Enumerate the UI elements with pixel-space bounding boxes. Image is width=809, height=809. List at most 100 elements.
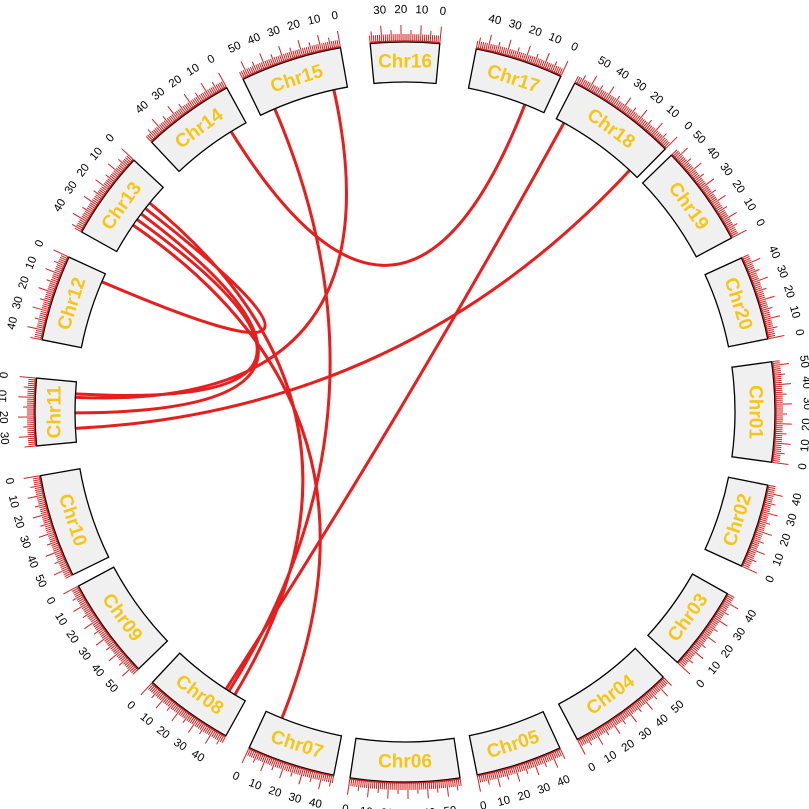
tick-16 [39, 505, 47, 509]
ruler-baseline [574, 81, 667, 149]
tick-label: 0 [764, 574, 778, 585]
tick-44 [151, 130, 158, 137]
tick-3 [555, 66, 560, 74]
tick-19 [175, 706, 181, 713]
tick-53 [132, 669, 139, 675]
tick-37 [162, 121, 168, 128]
tick-14 [600, 726, 606, 734]
chromosome-label: Chr16 [378, 52, 432, 73]
tick-42 [726, 597, 733, 602]
tick-13 [762, 311, 770, 315]
ruler-ticks [574, 75, 678, 149]
tick-24 [44, 297, 52, 301]
tick-22 [757, 526, 765, 530]
tick-label: 30 [76, 645, 93, 662]
chromosome-box [39, 467, 110, 576]
tick-label: 10 [52, 611, 69, 628]
tick-16 [532, 56, 536, 64]
tick-23 [98, 189, 106, 195]
tick-49 [773, 366, 781, 368]
ruler-ticks [476, 748, 566, 792]
tick-14 [645, 124, 651, 131]
tick-42 [258, 62, 263, 70]
tick-16 [753, 537, 761, 541]
tick-43 [742, 255, 750, 260]
tick-label: 10 [24, 255, 40, 271]
tick-10 [18, 396, 35, 398]
tick-26 [627, 109, 633, 116]
tick-44 [479, 41, 483, 49]
tick-9 [749, 549, 756, 554]
ruler-baseline [38, 475, 73, 576]
tick-55 [579, 75, 586, 86]
tick-12 [597, 728, 603, 736]
tick-19 [638, 117, 644, 124]
tick-36 [202, 725, 208, 732]
tick-31 [171, 114, 177, 121]
tick-6 [488, 773, 491, 781]
tick-44 [255, 64, 260, 72]
tick-20 [514, 766, 521, 782]
tick-44 [558, 749, 562, 757]
tick-48 [653, 686, 660, 693]
tick-43 [774, 377, 782, 380]
tick-9 [365, 781, 368, 789]
tick-36 [269, 58, 274, 66]
tick-12 [52, 275, 60, 279]
tick-0 [241, 748, 250, 764]
tick-label: 0 [124, 699, 137, 712]
tick-0 [346, 778, 351, 795]
tick-47 [773, 370, 781, 372]
tick-2 [125, 157, 131, 163]
tick-13 [373, 781, 376, 789]
tick-label: 40 [799, 376, 809, 390]
tick-8 [55, 267, 63, 272]
tick-39 [766, 494, 774, 497]
tick-50 [773, 363, 790, 366]
tick-3 [744, 560, 752, 565]
tick-52 [131, 667, 137, 674]
tick-18 [528, 55, 532, 63]
tick-4 [431, 34, 434, 43]
tick-label: 40 [766, 244, 782, 261]
tick-33 [168, 116, 174, 123]
tick-53 [64, 573, 72, 577]
tick-1 [772, 459, 780, 462]
tick-15 [644, 119, 652, 129]
tick-14 [503, 769, 507, 777]
tick-33 [197, 722, 203, 729]
tick-15 [166, 701, 175, 712]
tick-label: 0 [797, 463, 809, 471]
tick-34 [273, 57, 278, 65]
tick-26 [186, 714, 192, 721]
tick-3 [59, 258, 66, 263]
tick-0 [140, 682, 153, 696]
tick-label: 0 [43, 595, 57, 606]
tick-38 [608, 95, 613, 103]
tick-29 [625, 710, 630, 717]
tick-0 [476, 775, 481, 792]
tick-15 [194, 92, 202, 103]
tick-26 [98, 628, 105, 634]
tick-58 [574, 75, 579, 83]
tick-7 [77, 597, 85, 603]
tick-21 [757, 528, 765, 532]
tick-27 [188, 715, 193, 723]
tick-label: 50 [690, 129, 708, 147]
tick-50 [53, 567, 69, 576]
tick-8 [688, 651, 695, 657]
tick-24 [756, 290, 764, 295]
tick-40 [774, 383, 791, 386]
tick-42 [430, 782, 433, 790]
tick-7 [258, 753, 262, 761]
tick-23 [615, 716, 621, 724]
tick-4 [484, 774, 487, 782]
tick-label: 50 [797, 355, 809, 369]
tick-2 [767, 332, 775, 336]
tick-29 [622, 105, 628, 113]
tick-56 [578, 77, 583, 85]
tick-label: 0 [681, 120, 694, 133]
tick-43 [727, 595, 734, 600]
tick-1 [437, 35, 440, 43]
